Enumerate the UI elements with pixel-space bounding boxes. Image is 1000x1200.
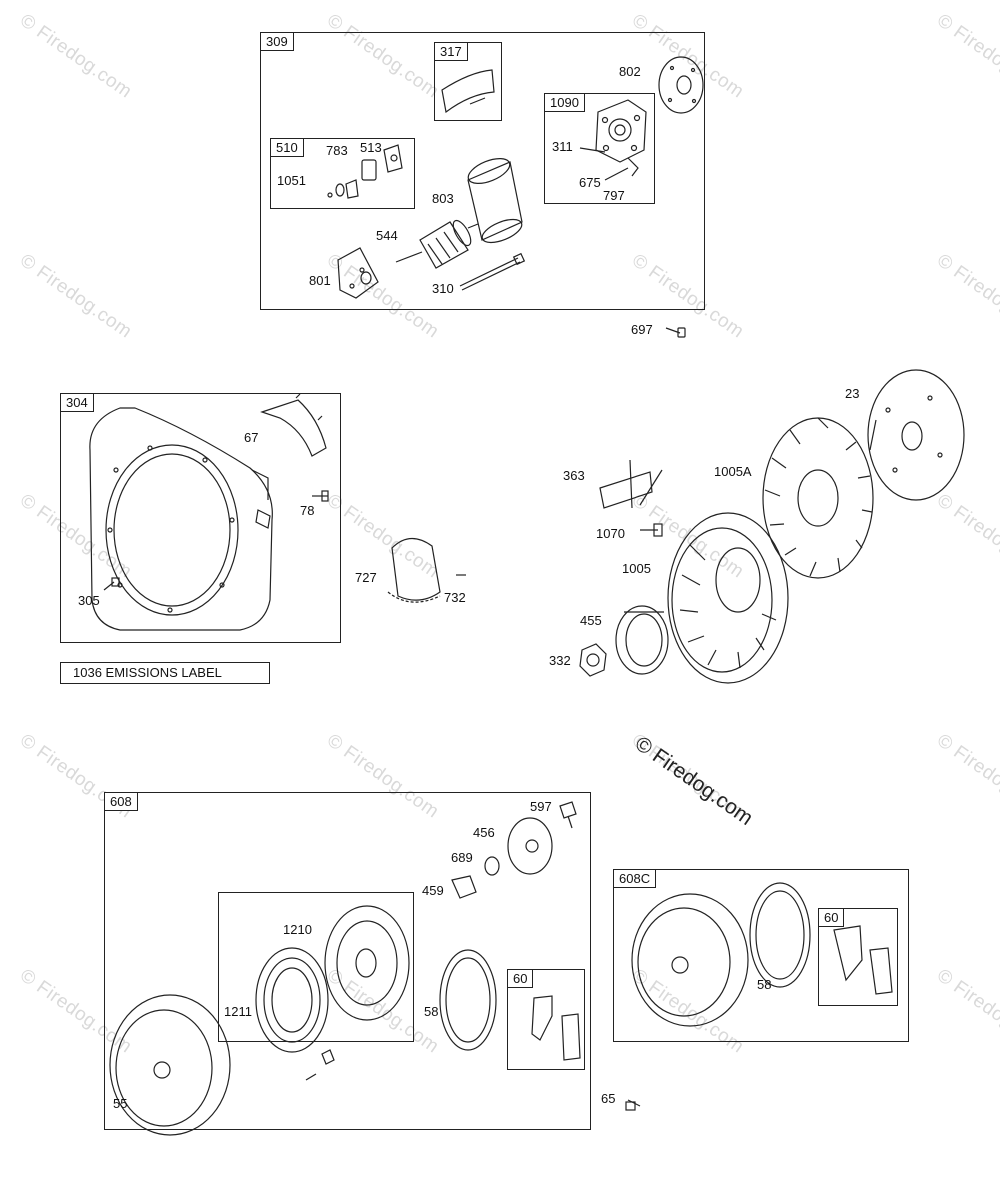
part-544-label: 544 — [376, 228, 398, 243]
blower-housing-304-drawing — [89, 407, 273, 631]
bolts-363-drawing — [599, 459, 663, 509]
part-459-label: 459 — [422, 883, 444, 898]
part-1051-label: 1051 — [277, 173, 306, 188]
part-697-label: 697 — [631, 322, 653, 337]
plate-23-drawing — [867, 369, 965, 501]
part-1210-label: 1210 — [283, 922, 312, 937]
part-1070-label: 1070 — [596, 526, 625, 541]
armature-544-drawing — [395, 219, 479, 269]
part-305-label: 305 — [78, 593, 100, 608]
part-1005-label: 1005 — [622, 561, 651, 576]
group-60c-tag: 60 — [818, 908, 845, 927]
group-608-inner-frame — [218, 892, 414, 1042]
group-608c-tag: 608C — [613, 869, 657, 888]
shield-317-drawing — [441, 69, 495, 114]
group-309-frame — [260, 32, 705, 310]
group-304-frame — [60, 393, 341, 643]
part-58c-label: 58 — [757, 977, 772, 992]
screw-305-drawing — [103, 577, 120, 591]
cover-727-drawing — [387, 537, 466, 603]
group-317-tag: 317 — [434, 42, 468, 61]
group-309-tag: 309 — [260, 32, 294, 51]
group-510-tag: 510 — [270, 138, 304, 157]
part-455-label: 455 — [580, 613, 602, 628]
brush-holder-1090-drawing — [579, 99, 647, 181]
rewind-608-drawing — [109, 801, 581, 1136]
plate-802-drawing — [658, 56, 704, 114]
screw-65-drawing — [625, 1099, 641, 1111]
part-78-label: 78 — [300, 503, 315, 518]
group-60-tag: 60 — [507, 969, 534, 988]
end-cap-801-drawing — [337, 247, 379, 299]
group-60c-frame — [818, 908, 898, 1006]
group-60-frame — [507, 969, 585, 1070]
flywheel-1005-drawing — [667, 512, 789, 684]
part-689-label: 689 — [451, 850, 473, 865]
group-608-tag: 608 — [104, 792, 138, 811]
part-23-label: 23 — [845, 386, 860, 401]
part-65-label: 65 — [601, 1091, 616, 1106]
shield-67-drawing — [260, 393, 327, 457]
emissions-label: 1036 EMISSIONS LABEL — [60, 662, 270, 684]
part-456-label: 456 — [473, 825, 495, 840]
part-797-label: 797 — [603, 188, 625, 203]
part-727-label: 727 — [355, 570, 377, 585]
part-67-label: 67 — [244, 430, 259, 445]
part-513-label: 513 — [360, 140, 382, 155]
rewind-608c-drawing — [631, 882, 893, 1027]
drive-510-drawing — [327, 144, 403, 199]
part-58-label: 58 — [424, 1004, 439, 1019]
part-1005a-label: 1005A — [714, 464, 752, 479]
bolt-310-drawing — [459, 252, 526, 291]
part-675-label: 675 — [579, 175, 601, 190]
part-310-label: 310 — [432, 281, 454, 296]
part-332-label: 332 — [549, 653, 571, 668]
group-510-frame — [270, 138, 415, 209]
part-55-label: 55 — [113, 1096, 128, 1111]
housing-803-drawing — [467, 157, 523, 244]
group-608-frame — [104, 792, 591, 1130]
part-363-label: 363 — [563, 468, 585, 483]
nut-332-drawing — [579, 643, 607, 677]
part-311-label: 311 — [552, 139, 573, 154]
part-802-label: 802 — [619, 64, 641, 79]
group-304-tag: 304 — [60, 393, 94, 412]
group-608c-frame — [613, 869, 909, 1042]
screw-1070-drawing — [640, 523, 663, 537]
fan-1005a-drawing — [762, 417, 874, 579]
part-1211-label: 1211 — [224, 1004, 252, 1019]
group-1090-tag: 1090 — [544, 93, 585, 112]
part-801-label: 801 — [309, 273, 331, 288]
screw-697-drawing — [665, 327, 686, 338]
screw-78-drawing — [312, 490, 329, 502]
part-783-label: 783 — [326, 143, 348, 158]
part-597-label: 597 — [530, 799, 552, 814]
part-803-label: 803 — [432, 191, 454, 206]
group-317-frame — [434, 42, 502, 121]
cup-455-drawing — [615, 605, 669, 675]
group-1090-frame — [544, 93, 655, 204]
part-732-label: 732 — [444, 590, 466, 605]
